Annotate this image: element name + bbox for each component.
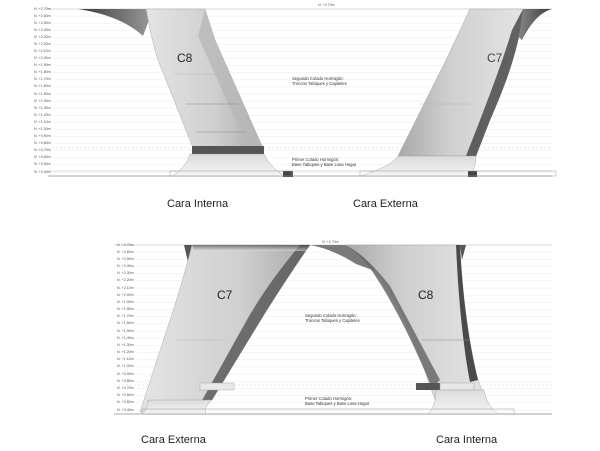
level-label: N. +1,30m <box>34 105 51 110</box>
level-label: N. +1,20m <box>34 112 51 117</box>
bottom-column-label-c7: C7 <box>217 288 233 302</box>
c7-stem-shadow <box>466 9 523 156</box>
level-label: N. +1,60m <box>117 321 134 326</box>
bottom-second-pour-note-1: Segundo Colado Hormigón: <box>305 313 357 318</box>
bottom-elevation <box>114 244 552 415</box>
bottom-first-pour-note-2: Base Tabiques y Base Losa Hogar <box>305 401 370 406</box>
level-label: N. +1,90m <box>34 63 51 68</box>
level-label: N. +2,30m <box>117 271 134 276</box>
level-label: N. +1,90m <box>117 299 134 304</box>
c8-outer-edge <box>456 245 478 382</box>
level-label: N. +1,00m <box>34 126 51 131</box>
c7-base-bottom <box>141 399 213 415</box>
level-label: N. +0,50m <box>34 162 51 167</box>
c8-capital-bottom <box>460 245 466 260</box>
bottom-roof-level-label: N. +2,70m <box>322 240 339 244</box>
level-label: N. +0,40m <box>117 407 134 412</box>
level-label: N. +2,20m <box>34 41 51 46</box>
c8-base-block <box>439 382 475 391</box>
level-label: N. +1,40m <box>117 335 134 340</box>
level-label: N. +0,70m <box>117 385 134 390</box>
level-label: N. +1,50m <box>34 91 51 96</box>
level-label: N. +2,30m <box>34 34 51 39</box>
level-label: N. +2,40m <box>34 27 51 32</box>
level-label: N. +1,20m <box>117 350 134 355</box>
level-label: N. +0,60m <box>117 393 134 398</box>
c8-leg-shadow <box>345 245 440 388</box>
level-label: N. +2,70m <box>117 242 134 247</box>
c8-footing-block <box>283 171 293 177</box>
level-label: N. +1,70m <box>34 77 51 82</box>
top-second-pour-note-1: Segundo Colado Hormigón: <box>292 76 344 81</box>
level-label: N. +2,00m <box>34 56 51 61</box>
c7-capital-bottom <box>184 245 192 262</box>
c8-base-bottom <box>427 389 499 415</box>
level-label: N. +1,00m <box>117 364 134 369</box>
level-label: N. +0,40m <box>34 169 51 174</box>
level-label: N. +2,50m <box>34 20 51 25</box>
level-label: N. +1,80m <box>34 70 51 75</box>
level-label: N. +0,80m <box>34 141 51 146</box>
level-label: N. +2,20m <box>117 278 134 283</box>
top-caption-left: Cara Interna <box>167 198 229 210</box>
c8-capital <box>78 9 152 36</box>
level-label: N. +0,60m <box>34 155 51 160</box>
c8-column-top <box>78 8 293 177</box>
c8-first-pour-band <box>192 146 264 154</box>
c8-ground-slab <box>169 170 293 177</box>
level-label: N. +0,90m <box>34 134 51 139</box>
level-label: N. +0,50m <box>117 400 134 405</box>
c8-stem-face <box>198 9 263 148</box>
top-column-label-c8: C8 <box>177 51 193 65</box>
top-caption-right: Cara Externa <box>353 198 418 210</box>
c7-capital-dark <box>192 245 310 251</box>
bottom-arch <box>139 244 515 415</box>
level-label: N. +1,40m <box>34 98 51 103</box>
top-second-pour-note-2: Troncos Tabiques y Capiteles <box>292 81 347 86</box>
level-label: N. +2,10m <box>117 285 134 290</box>
level-label: N. +1,30m <box>117 342 134 347</box>
level-label: N. +1,80m <box>117 307 134 312</box>
arch-crown <box>310 245 378 272</box>
bottom-column-label-c8: C8 <box>418 288 434 302</box>
bottom-first-pour-note-1: Primer Colado Hormigón: <box>305 396 353 401</box>
top-first-pour-note-1: Primer Colado Hormigón: <box>292 157 340 162</box>
c8-first-pour-band-bottom <box>416 383 440 390</box>
top-roof-level-label: N. +2,70m <box>318 3 335 7</box>
c7-column-top <box>359 8 557 177</box>
level-label: N. +0,80m <box>117 378 134 383</box>
c7-base <box>359 155 477 177</box>
level-label: N. +1,10m <box>117 357 134 362</box>
level-label: N. +1,70m <box>117 314 134 319</box>
level-label: N. +2,60m <box>34 13 51 18</box>
bottom-ground-slab <box>141 408 515 415</box>
level-label: N. +2,50m <box>117 256 134 261</box>
level-label: N. +2,70m <box>34 6 51 11</box>
bottom-caption-right: Cara Interna <box>436 434 498 446</box>
c7-leg-shadow <box>200 245 310 404</box>
level-label: N. +1,60m <box>34 84 51 89</box>
c7-base-block <box>199 382 235 391</box>
level-label: N. +0,70m <box>34 148 51 153</box>
level-label: N. +1,10m <box>34 119 51 124</box>
top-column-label-c7: C7 <box>487 51 503 65</box>
bottom-second-pour-note-2: Troncos Tabiques y Capiteles <box>305 318 360 323</box>
level-label: N. +0,90m <box>117 371 134 376</box>
c8-base <box>171 153 286 177</box>
c7-footing-block <box>468 171 477 177</box>
top-first-pour-note-2: Base Tabiques y Base Losa Hogar <box>292 162 357 167</box>
level-label: N. +2,60m <box>117 249 134 254</box>
level-label: N. +1,50m <box>117 328 134 333</box>
level-label: N. +2,10m <box>34 49 51 54</box>
c7-ground-slab <box>359 170 557 177</box>
top-elevation <box>48 8 557 177</box>
level-label: N. +2,00m <box>117 292 134 297</box>
bottom-caption-left: Cara Externa <box>141 434 206 446</box>
level-label: N. +2,40m <box>117 264 134 269</box>
